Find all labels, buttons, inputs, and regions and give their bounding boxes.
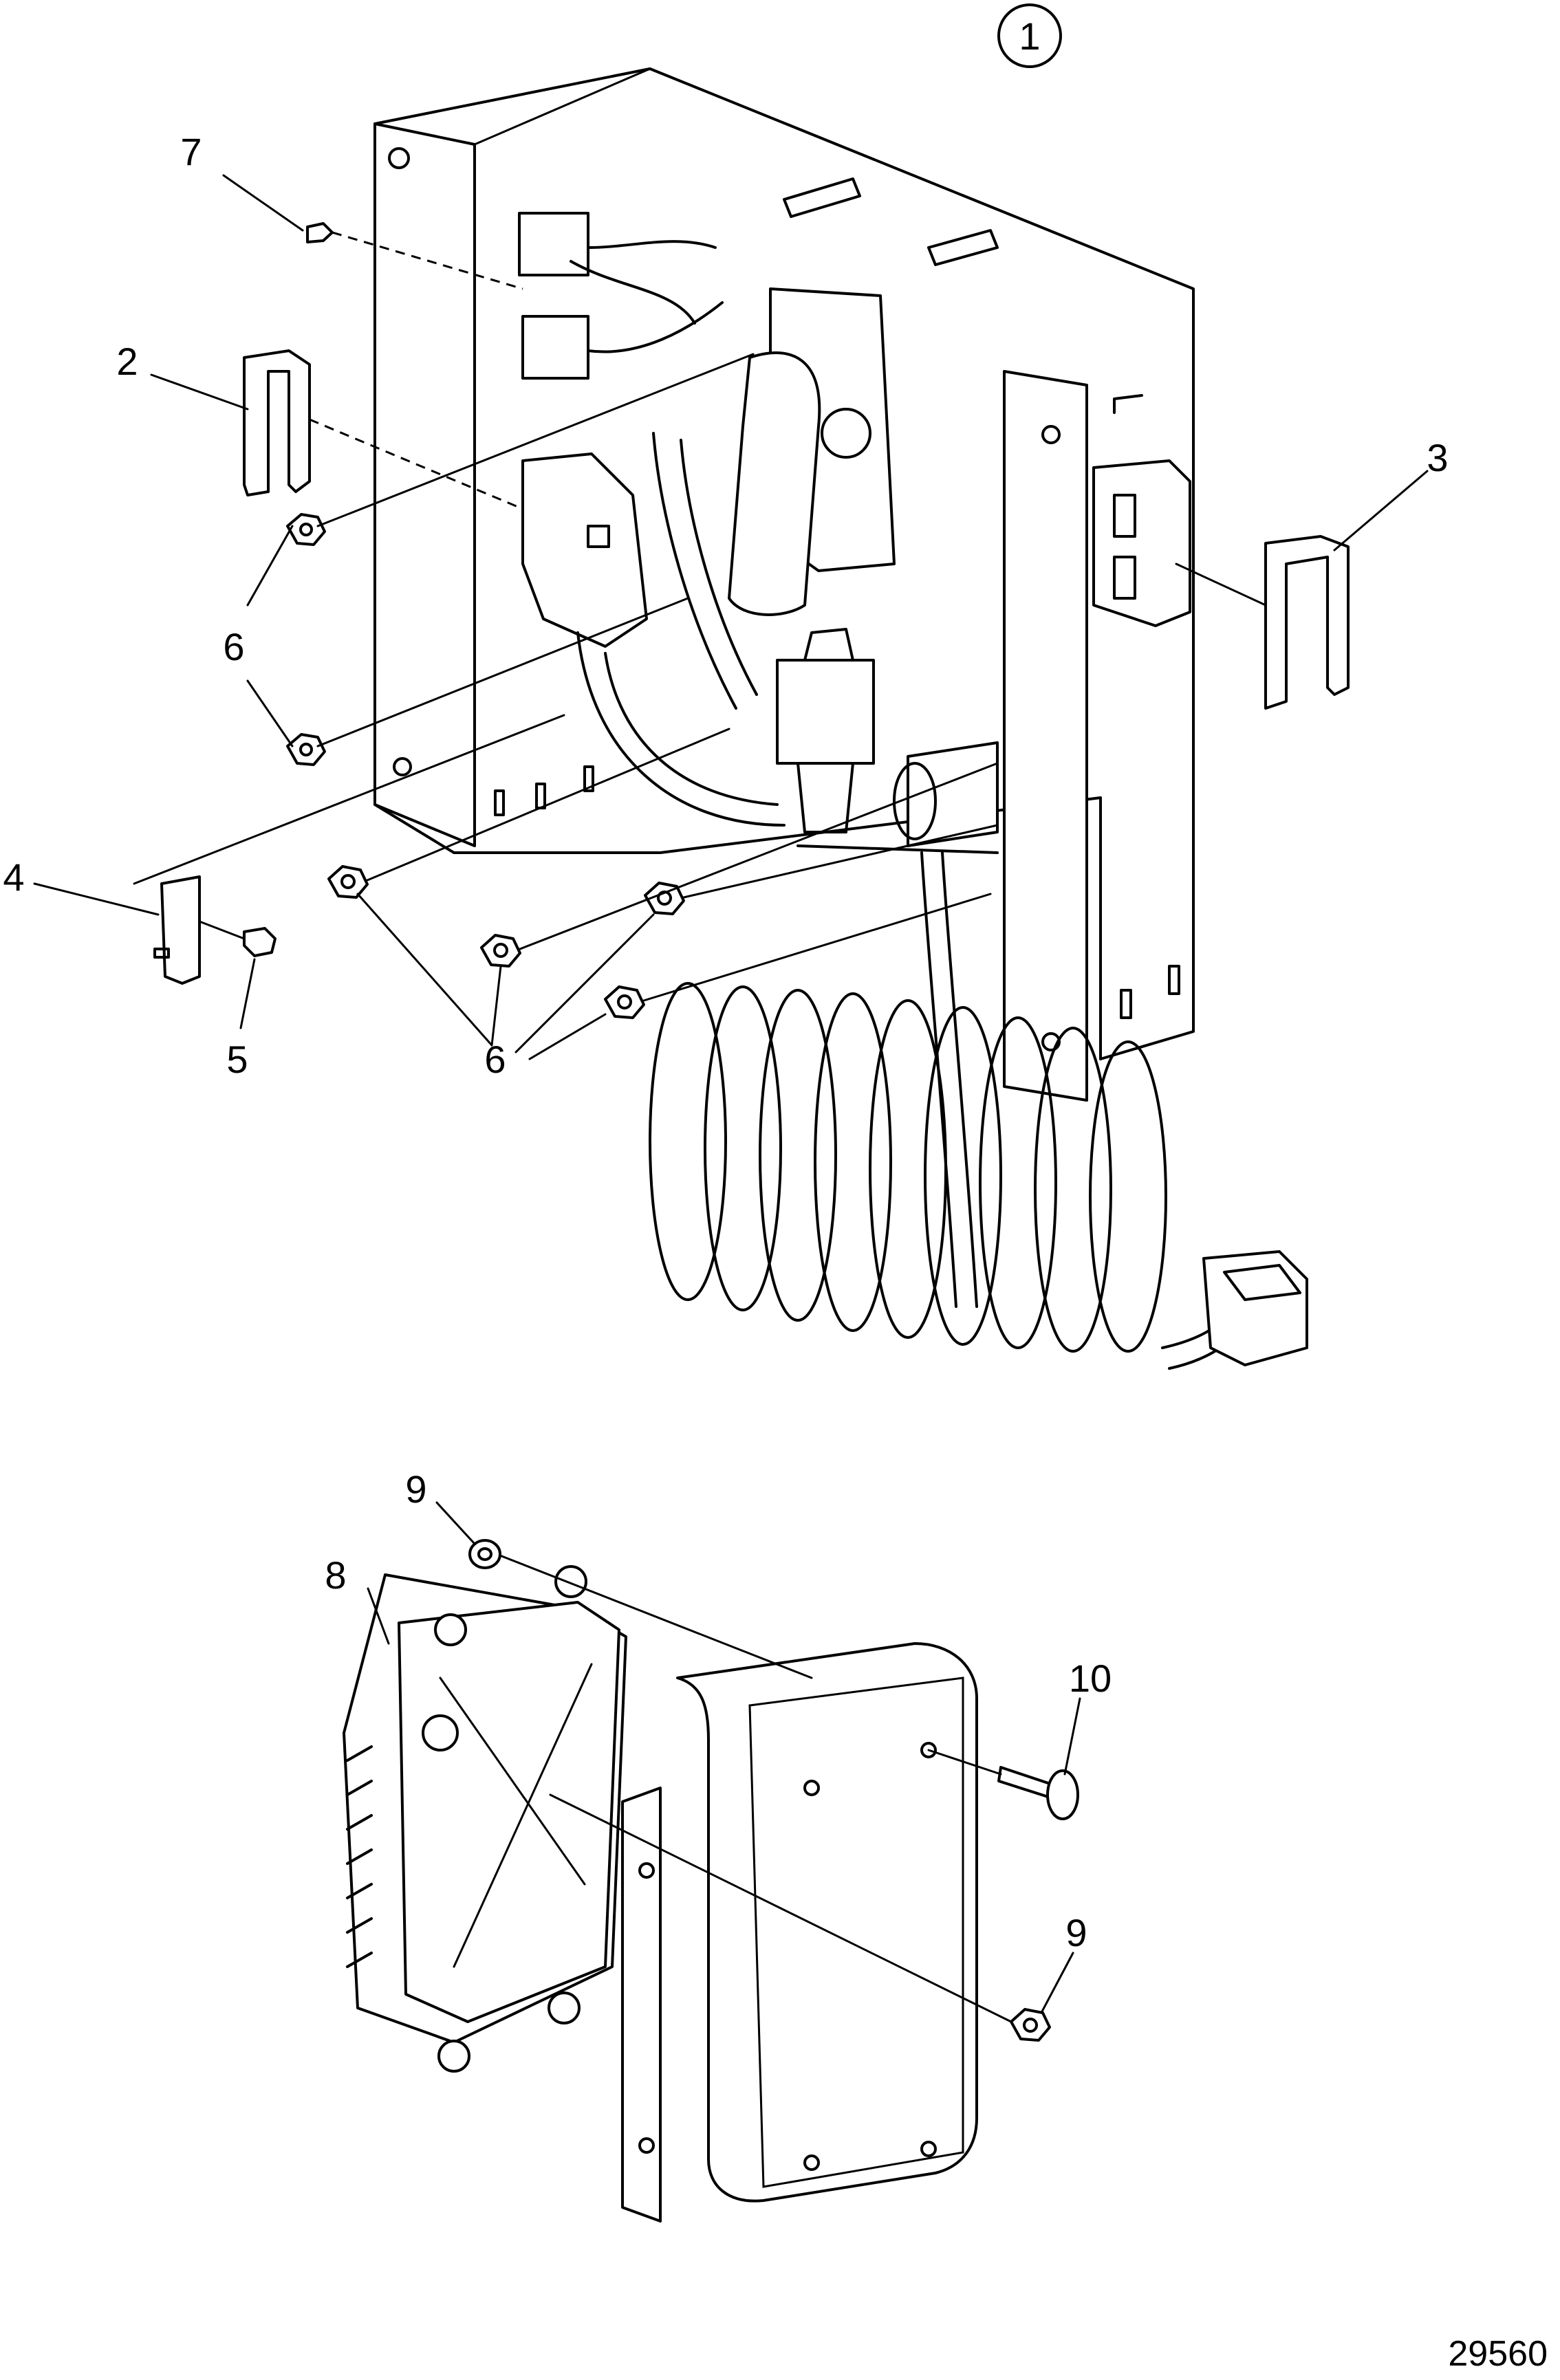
callout-7: 7 (180, 130, 202, 173)
drawing-reference-number: 29560 (1448, 2334, 1548, 2374)
callout-9-upper: 9 (405, 1467, 426, 1511)
callout-3: 3 (1427, 436, 1448, 479)
callout-9-lower: 9 (1065, 1911, 1087, 1954)
assembly-lines-lower (499, 1554, 1012, 2023)
screw-part-7 (306, 222, 334, 243)
callout-6-lower: 6 (484, 1038, 506, 1081)
nut-part-9-lower (1010, 2008, 1051, 2042)
callout-5: 5 (226, 1038, 248, 1081)
nut-d (480, 934, 521, 968)
screw-part-5 (243, 927, 277, 957)
nut-f (604, 985, 645, 1019)
nut-c (327, 865, 369, 899)
assembly-lines-upper (133, 231, 1267, 1002)
figure-number: 1 (1019, 14, 1040, 58)
nuts-part-6 (286, 513, 685, 1019)
callout-6-upper: 6 (223, 625, 244, 668)
coiled-cable (649, 851, 1308, 1370)
nut-a (286, 513, 326, 546)
figure-number-badge: 1 (997, 3, 1062, 68)
control-module-part-8 (343, 1565, 627, 2073)
bolt-part-10 (997, 1766, 1079, 1820)
callout-2: 2 (116, 340, 138, 383)
callout-8: 8 (325, 1553, 346, 1597)
nut-b (286, 733, 326, 766)
clip-part-2 (243, 349, 311, 496)
ecu-mounting-plate (621, 1642, 978, 2223)
wiring-harness (518, 212, 1191, 854)
callout-4: 4 (3, 855, 24, 899)
callout-leaders (33, 174, 1429, 2013)
callout-10: 10 (1069, 1657, 1112, 1700)
nut-e (644, 882, 685, 915)
callout-labels: 7 2 3 6 4 5 6 9 8 10 9 (3, 130, 1448, 1954)
clip-part-4 (153, 875, 201, 985)
clip-part-3 (1264, 535, 1350, 710)
washer-part-9-upper (468, 1539, 501, 1569)
